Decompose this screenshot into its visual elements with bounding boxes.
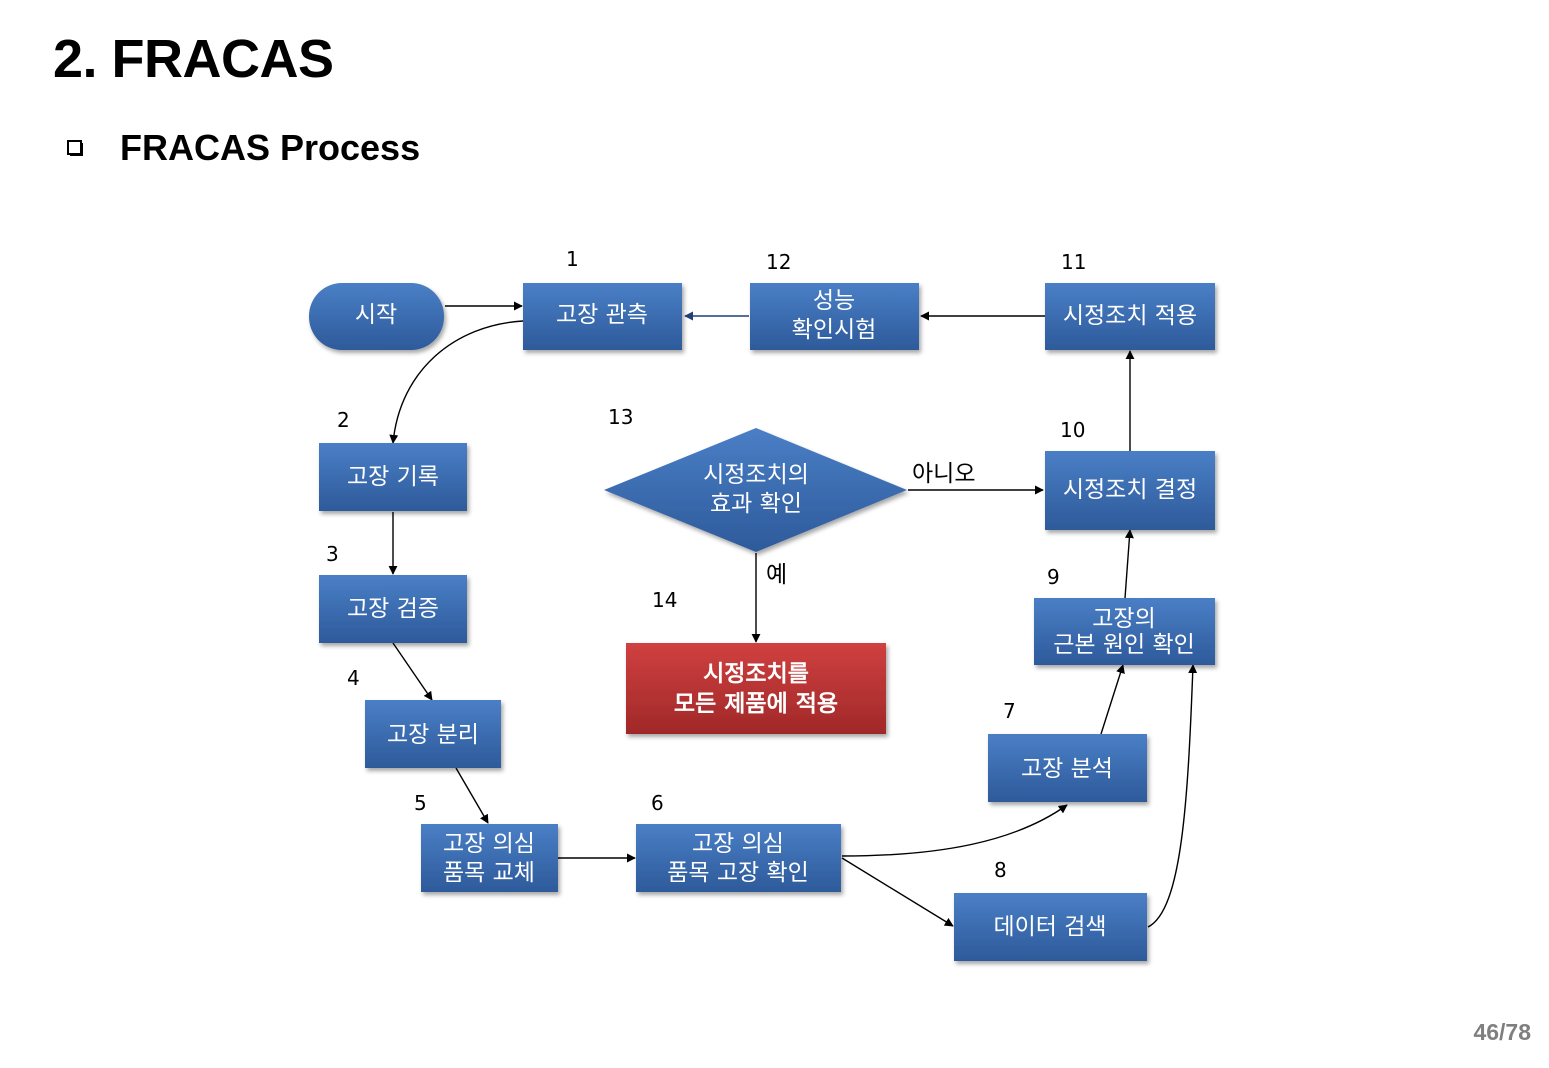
node-10-label: 시정조치 결정	[1063, 477, 1197, 503]
step-number: 14	[652, 588, 677, 612]
step-number: 7	[1003, 699, 1016, 723]
step-number: 11	[1061, 250, 1086, 274]
node-1-label: 고장 관측	[556, 302, 648, 328]
node-3-box	[319, 575, 467, 643]
node-6-label-line1: 고장 의심	[692, 831, 784, 857]
start-label: 시작	[355, 302, 397, 328]
node-1-box	[523, 283, 682, 350]
node-2-box	[319, 443, 467, 511]
edge-6-to-7	[841, 804, 1068, 857]
step-number: 13	[608, 405, 633, 429]
node-3-label: 고장 검증	[347, 596, 439, 622]
edge-3-to-4	[392, 642, 433, 701]
page-title: 2. FRACAS	[53, 29, 334, 89]
node-5-box	[421, 824, 558, 892]
node-4-box	[365, 700, 501, 768]
node-8-box	[954, 893, 1147, 961]
node-4-label: 고장 분리	[387, 722, 479, 748]
node-11-box	[1045, 283, 1215, 350]
node-14-label-line1: 시정조치를	[703, 661, 809, 687]
edge-9-to-10	[1124, 529, 1134, 599]
edge-4-to-5	[455, 767, 489, 824]
edge-1-to-2	[389, 320, 524, 444]
edge-7-to-9	[1100, 664, 1125, 735]
node-13-label-line1: 시정조치의	[703, 462, 809, 488]
step-number: 2	[337, 408, 350, 432]
node-12-label-line1: 성능	[813, 288, 855, 314]
node-12-label-line2: 확인시험	[792, 317, 877, 343]
node-6-box	[636, 824, 841, 892]
node-10-box	[1045, 451, 1215, 530]
node-7-label: 고장 분석	[1021, 756, 1113, 782]
node-13-label-line2: 효과 확인	[710, 491, 802, 517]
start-terminator	[309, 283, 444, 350]
page-number: 46/78	[1473, 1019, 1531, 1045]
node-12-box	[750, 283, 919, 350]
step-number: 12	[766, 250, 791, 274]
node-8-label: 데이터 검색	[993, 914, 1106, 940]
node-6-label-line2: 품목 고장 확인	[667, 860, 809, 886]
step-number: 1	[566, 247, 579, 271]
edge-6-to-8	[841, 857, 954, 927]
section-subtitle: FRACAS Process	[120, 127, 421, 168]
step-number: 10	[1060, 418, 1085, 442]
square-bullet-icon	[67, 140, 83, 156]
edge-label-yes: 예	[766, 562, 787, 588]
node-9-label-line1: 고장의	[1092, 606, 1155, 632]
node-5-label-line2: 품목 교체	[443, 860, 535, 886]
node-9-label-line2: 근본 원인 확인	[1053, 632, 1195, 658]
node-7-box	[988, 734, 1147, 802]
step-number: 5	[414, 791, 427, 815]
step-number: 6	[651, 791, 664, 815]
node-2-label: 고장 기록	[347, 464, 439, 490]
node-9-box	[1034, 598, 1215, 665]
step-number: 4	[347, 666, 360, 690]
edge-8-to-9	[1147, 664, 1198, 928]
node-13-decision	[604, 428, 907, 552]
edge-label-no: 아니오	[912, 461, 975, 487]
step-number: 9	[1047, 565, 1060, 589]
node-11-label: 시정조치 적용	[1063, 303, 1197, 329]
node-14-box	[626, 643, 886, 734]
node-5-label-line1: 고장 의심	[443, 831, 535, 857]
step-number: 3	[326, 542, 339, 566]
step-number: 8	[994, 858, 1007, 882]
node-14-label-line2: 모든 제품에 적용	[674, 691, 838, 717]
